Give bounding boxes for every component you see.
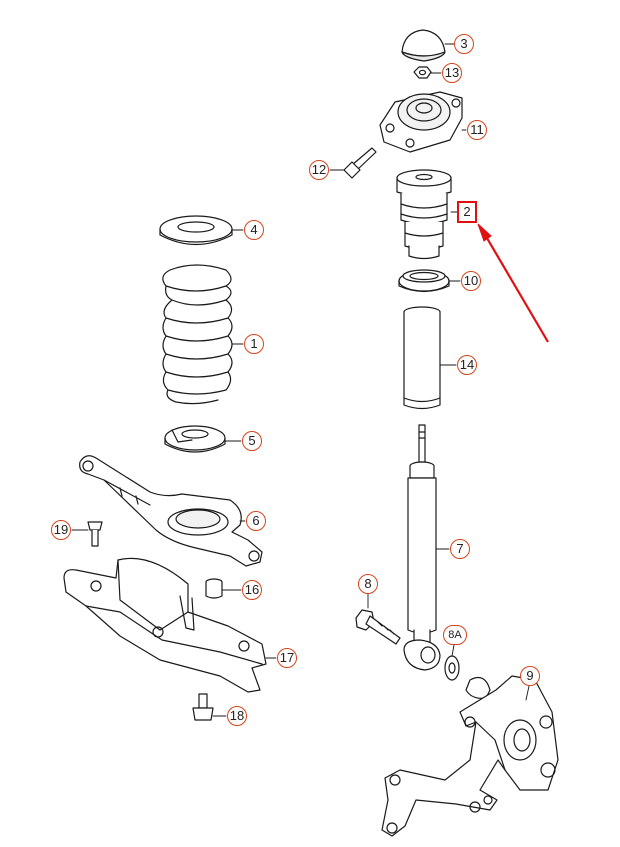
part-1-coil-spring (162, 264, 233, 405)
callout-4-label: 4 (250, 222, 258, 237)
part-2-bump-stop (396, 169, 452, 260)
callout-18[interactable]: 18 (227, 706, 247, 726)
callout-16-label: 16 (244, 582, 260, 597)
part-19-bolt (87, 521, 103, 547)
part-12-bolt (343, 147, 377, 179)
part-13-nut (413, 66, 432, 79)
part-3-cap (401, 29, 446, 62)
callout-3-label: 3 (460, 36, 468, 51)
part-8a-washer (444, 655, 460, 681)
callout-2-highlighted[interactable]: 2 (457, 201, 477, 223)
part-18-bolt (192, 693, 214, 721)
callout-1[interactable]: 1 (244, 334, 264, 354)
callout-8[interactable]: 8 (358, 574, 378, 594)
callout-8a-label: 8A (448, 629, 462, 641)
part-16-bush (205, 578, 223, 599)
callout-10[interactable]: 10 (461, 271, 481, 291)
callout-14[interactable]: 14 (457, 355, 477, 375)
part-14-tube (403, 306, 441, 410)
callout-4[interactable]: 4 (244, 220, 264, 240)
part-6-control-arm (79, 455, 263, 567)
callout-13-label: 13 (444, 65, 460, 80)
part-9-hub-carrier (381, 675, 559, 837)
part-4-spring-pad (159, 215, 233, 245)
part-11-top-mount (379, 91, 463, 153)
callout-14-label: 14 (459, 357, 475, 372)
callout-8-label: 8 (364, 576, 372, 591)
leader-lines (71, 43, 530, 717)
callout-5[interactable]: 5 (242, 431, 262, 451)
callout-6[interactable]: 6 (246, 511, 266, 531)
callout-16[interactable]: 16 (242, 580, 262, 600)
callout-1-label: 1 (250, 336, 258, 351)
part-8-bolt (355, 609, 401, 645)
callout-2-label: 2 (463, 204, 471, 219)
callout-19[interactable]: 19 (51, 520, 71, 540)
part-5-spring-seat (164, 425, 226, 453)
callout-9-label: 9 (526, 668, 534, 683)
callout-3[interactable]: 3 (454, 34, 474, 54)
callout-5-label: 5 (248, 433, 256, 448)
callout-13[interactable]: 13 (442, 63, 462, 83)
callout-8a[interactable]: 8A (443, 625, 467, 645)
callout-7-label: 7 (456, 541, 464, 556)
part-10-seat (398, 269, 450, 293)
part-7-shock-absorber (403, 424, 441, 671)
callout-11-label: 11 (470, 122, 484, 137)
callout-11[interactable]: 11 (467, 120, 487, 140)
callout-9[interactable]: 9 (520, 666, 540, 686)
callout-12[interactable]: 12 (309, 160, 329, 180)
part-17-bracket (63, 557, 267, 693)
callout-19-label: 19 (53, 522, 69, 537)
callout-18-label: 18 (229, 708, 245, 723)
callout-12-label: 12 (311, 162, 327, 177)
callout-6-label: 6 (252, 513, 260, 528)
callout-7[interactable]: 7 (450, 539, 470, 559)
callout-17-label: 17 (279, 650, 295, 665)
red-arrow-icon (477, 223, 549, 343)
callout-10-label: 10 (463, 273, 479, 288)
callout-17[interactable]: 17 (277, 648, 297, 668)
